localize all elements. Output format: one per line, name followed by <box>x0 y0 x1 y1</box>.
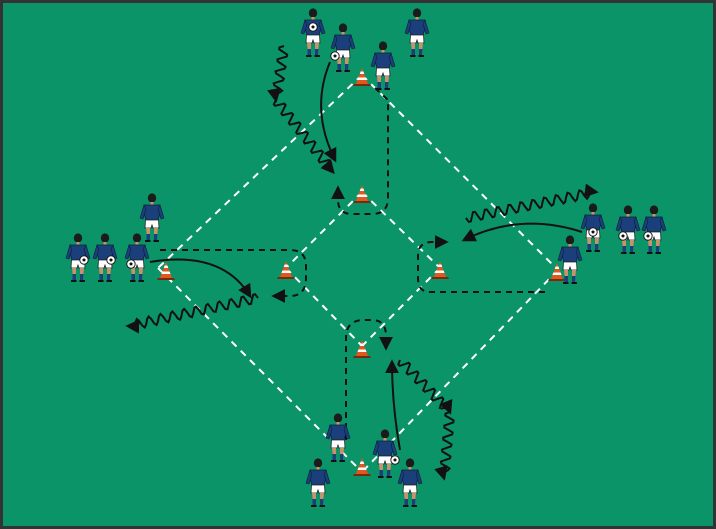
soccer-ball-icon <box>643 231 653 241</box>
pass-arrow-right <box>461 222 583 242</box>
dribble-arrows <box>125 45 599 481</box>
soccer-ball-icon <box>330 51 340 61</box>
dribble-arrow-left <box>125 293 259 334</box>
soccer-ball-icon <box>618 231 628 241</box>
soccer-ball-icon <box>308 22 318 32</box>
pass-arrow-top <box>320 61 337 163</box>
inner-diamond <box>285 191 441 347</box>
dribble-arrow-top-a <box>267 45 289 103</box>
dribble-arrow-right <box>465 183 599 224</box>
run-path-top <box>331 87 389 215</box>
pass-arrows <box>149 61 583 451</box>
dashed-run-paths <box>160 87 545 440</box>
run-path-left <box>160 249 307 303</box>
dribble-arrow-bottom-b <box>434 411 455 481</box>
pass-arrow-left <box>149 258 252 299</box>
soccer-ball-icon <box>126 259 136 269</box>
soccer-ball-icon <box>390 455 400 465</box>
run-path-right <box>417 235 545 293</box>
soccer-ball-icon <box>588 227 598 237</box>
dribble-arrow-top-b <box>272 99 335 175</box>
soccer-ball-icon <box>106 255 116 265</box>
run-path-bottom <box>345 319 393 440</box>
soccer-ball-icon <box>79 255 89 265</box>
pass-arrow-bottom <box>385 359 401 451</box>
dribble-arrow-bottom-a <box>397 359 453 415</box>
